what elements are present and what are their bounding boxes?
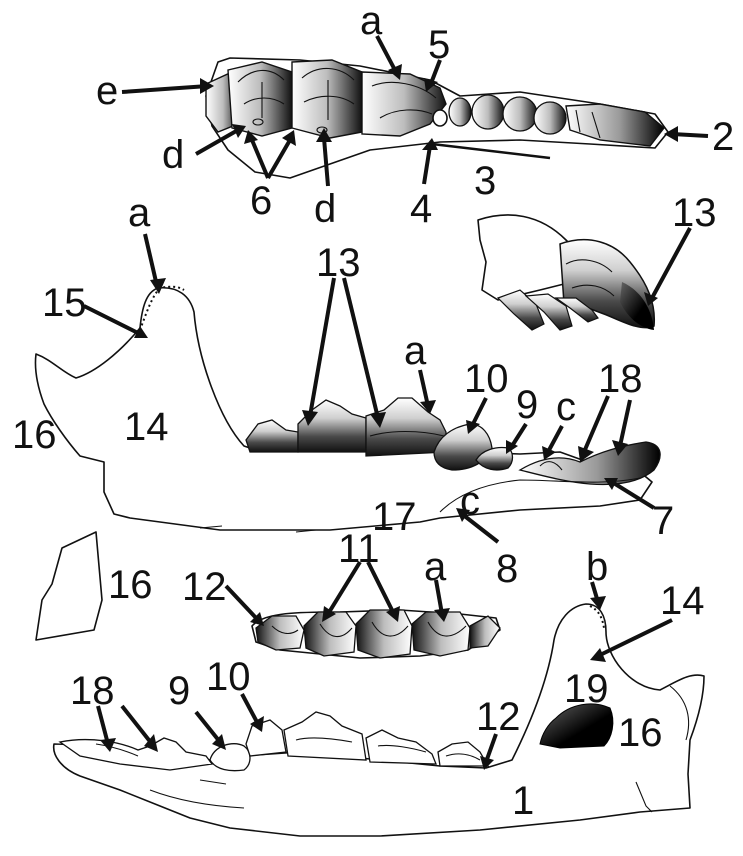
label-12-occlusal: 12 <box>182 565 227 609</box>
label-a-middle: a <box>404 329 427 373</box>
middle-molar-1 <box>246 420 298 452</box>
ramus-fragment <box>36 532 102 640</box>
label-14-middle: 14 <box>124 405 169 449</box>
label-7: 7 <box>652 499 674 543</box>
label-1: 1 <box>512 779 534 823</box>
label-5: 5 <box>428 23 450 67</box>
upper-premolar-small-5 <box>534 102 566 134</box>
label-d-left: d <box>162 133 184 177</box>
label-d-right: d <box>314 187 336 231</box>
label-13-middle: 13 <box>316 241 361 285</box>
label-13-detail: 13 <box>672 191 717 235</box>
label-9-middle: 9 <box>516 383 538 427</box>
label-16-middle: 16 <box>12 413 57 457</box>
label-2: 2 <box>712 115 734 159</box>
upper-molar-2 <box>292 60 362 138</box>
label-10-lower: 10 <box>206 655 251 699</box>
upper-row-line-3 <box>432 144 550 158</box>
label-18-lower: 18 <box>70 669 115 713</box>
upper-premolar-small-2 <box>449 98 471 126</box>
label-a-middle-condyle: a <box>128 191 151 235</box>
label-19: 19 <box>564 667 609 711</box>
label-9-lower: 9 <box>168 669 190 713</box>
label-c-lower-incisor: c <box>460 479 480 523</box>
upper-premolar-small-3 <box>472 95 504 129</box>
label-14-lower: 14 <box>660 579 705 623</box>
lower-premolar-10 <box>246 720 286 756</box>
upper-premolar-small-4 <box>503 97 537 131</box>
label-8: 8 <box>496 547 518 591</box>
lower-molar-11b <box>356 610 412 658</box>
label-12-lower: 12 <box>476 695 521 739</box>
lower-premolar-9 <box>210 744 250 771</box>
label-3: 3 <box>474 159 496 203</box>
label-16-lower: 16 <box>618 711 663 755</box>
label-c-middle: c <box>556 385 576 429</box>
lower-molar-a <box>412 612 470 656</box>
upper-premolar-small-1 <box>433 110 447 126</box>
label-4: 4 <box>410 187 432 231</box>
label-a-occlusal: a <box>424 545 447 589</box>
lower-molar-lat-1 <box>284 712 366 760</box>
label-16-fragment: 16 <box>108 563 153 607</box>
label-6: 6 <box>250 179 272 223</box>
lower-occlusal-row <box>252 610 500 658</box>
middle-molar-3 <box>366 398 446 456</box>
label-15: 15 <box>42 281 87 325</box>
label-11: 11 <box>338 527 380 571</box>
upper-tooth-row <box>206 58 668 178</box>
label-e: e <box>96 69 118 113</box>
label-b: b <box>586 545 608 589</box>
middle-molar-2 <box>298 400 366 452</box>
label-a-upper: a <box>360 0 383 43</box>
label-18-middle: 18 <box>598 357 643 401</box>
label-10-middle: 10 <box>464 357 509 401</box>
carnassial-detail <box>478 215 654 330</box>
